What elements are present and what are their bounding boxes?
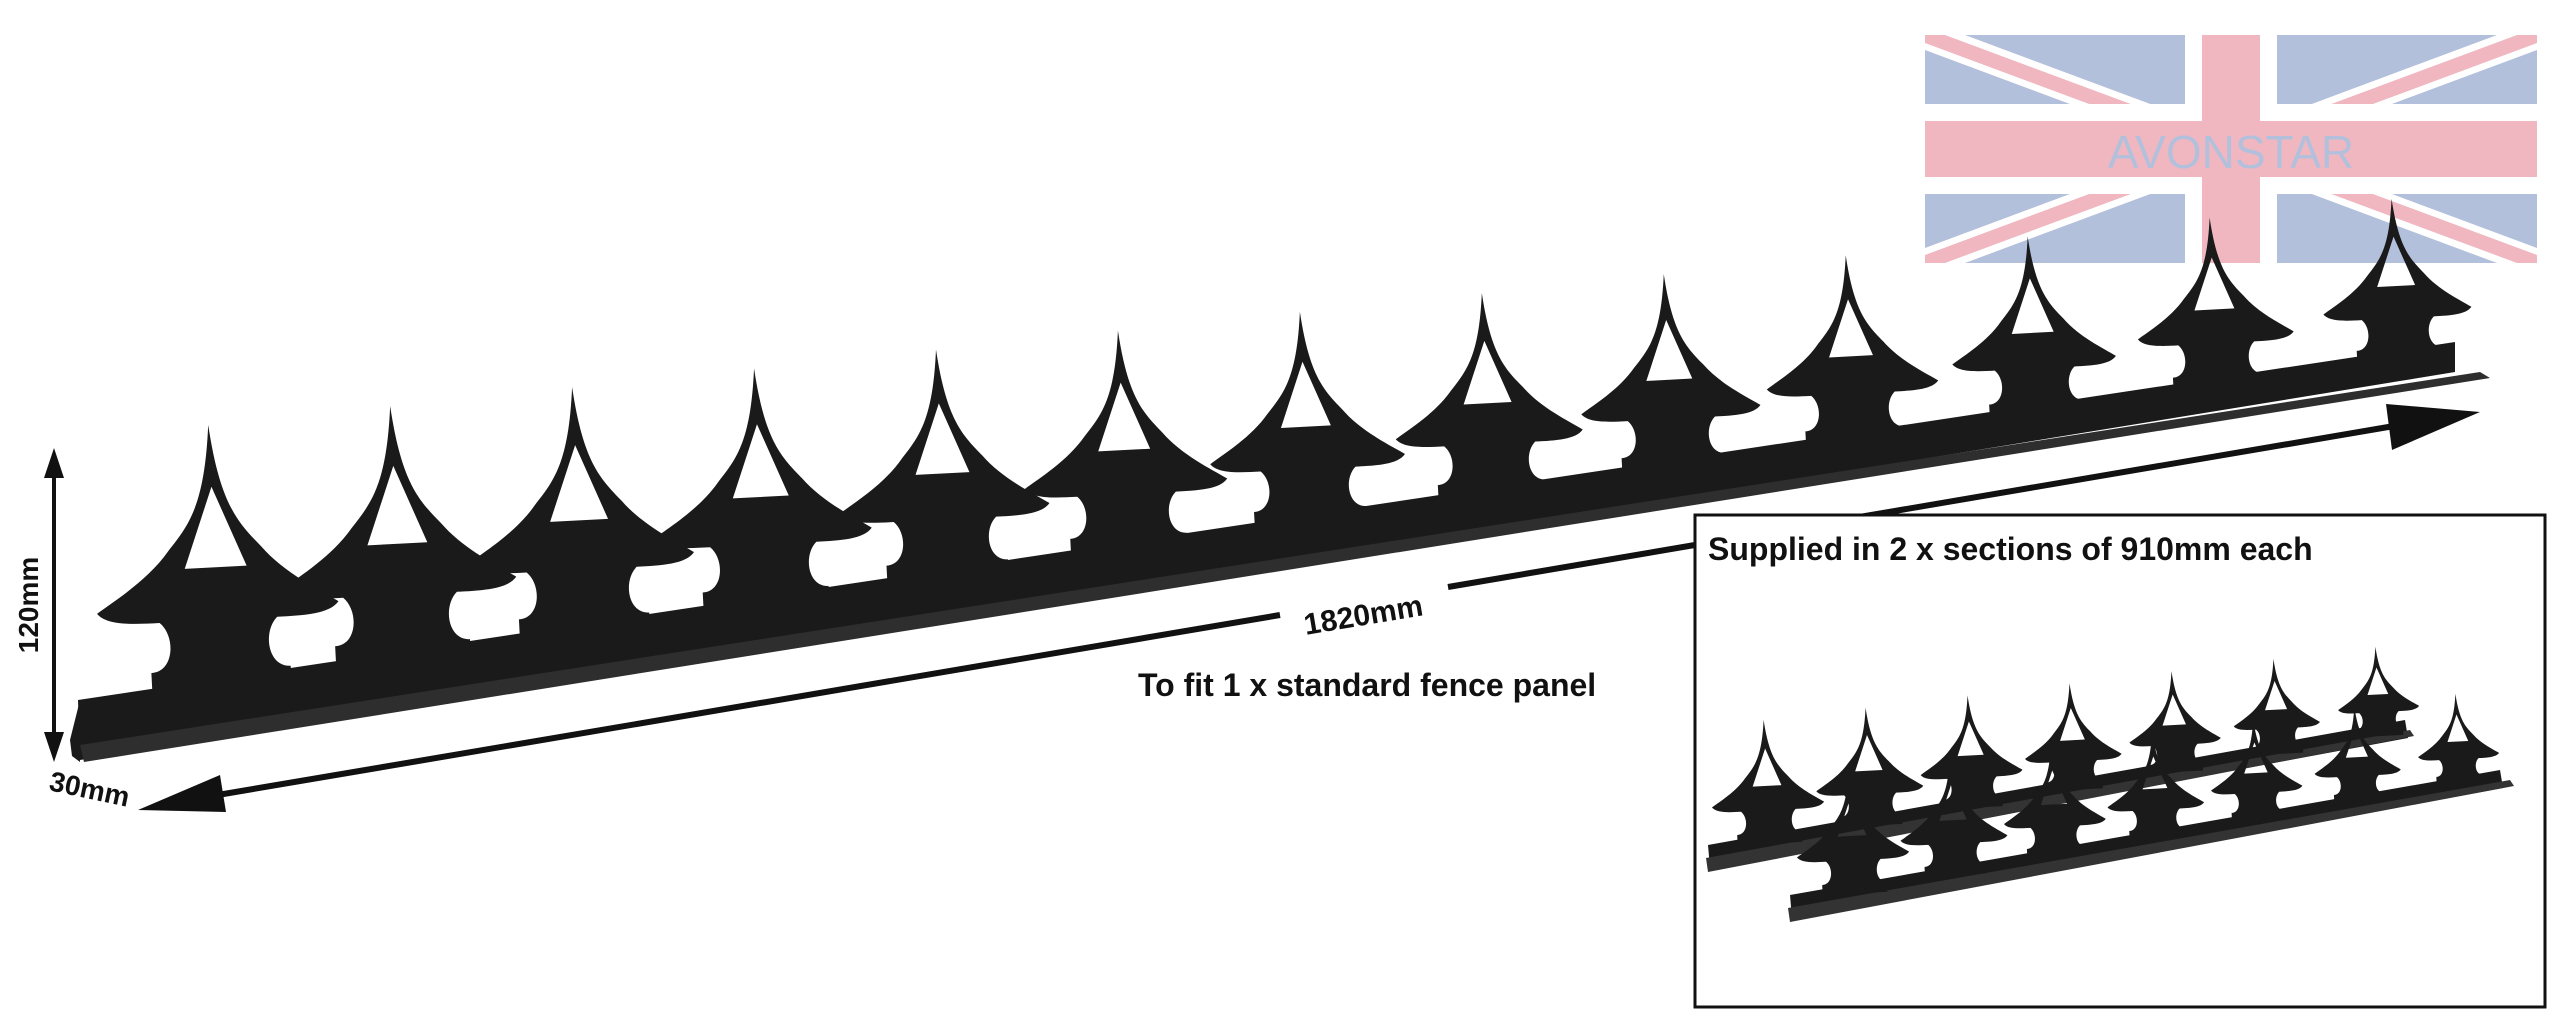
- main-spike-strip: [70, 194, 2490, 762]
- spike: [1388, 288, 1587, 504]
- spike: [1760, 250, 1942, 449]
- spike: [830, 343, 1054, 587]
- inset-panel: Supplied in 2 x sections of 910mm each: [1693, 513, 2547, 1009]
- spike: [87, 418, 343, 698]
- spike: [1016, 325, 1231, 560]
- brand-watermark: AVONSTAR: [2108, 126, 2354, 178]
- spike: [644, 362, 876, 615]
- union-flag-watermark: AVONSTAR: [1925, 35, 2537, 263]
- strip-flange: [80, 372, 2490, 762]
- inset-caption: Supplied in 2 x sections of 910mm each: [1708, 531, 2313, 567]
- length-label: 1820mm: [1301, 589, 1425, 641]
- height-label: 120mm: [13, 557, 44, 654]
- fit-caption: To fit 1 x standard fence panel: [1138, 667, 1596, 703]
- spike: [1574, 269, 1764, 477]
- section-front: [1788, 691, 2514, 922]
- depth-label: 30mm: [47, 766, 133, 813]
- spike: [459, 381, 699, 643]
- height-dimension: 120mm: [13, 448, 64, 762]
- spike: [273, 399, 521, 670]
- spike: [1202, 306, 1409, 532]
- length-dimension: 1820mm: [138, 404, 2480, 812]
